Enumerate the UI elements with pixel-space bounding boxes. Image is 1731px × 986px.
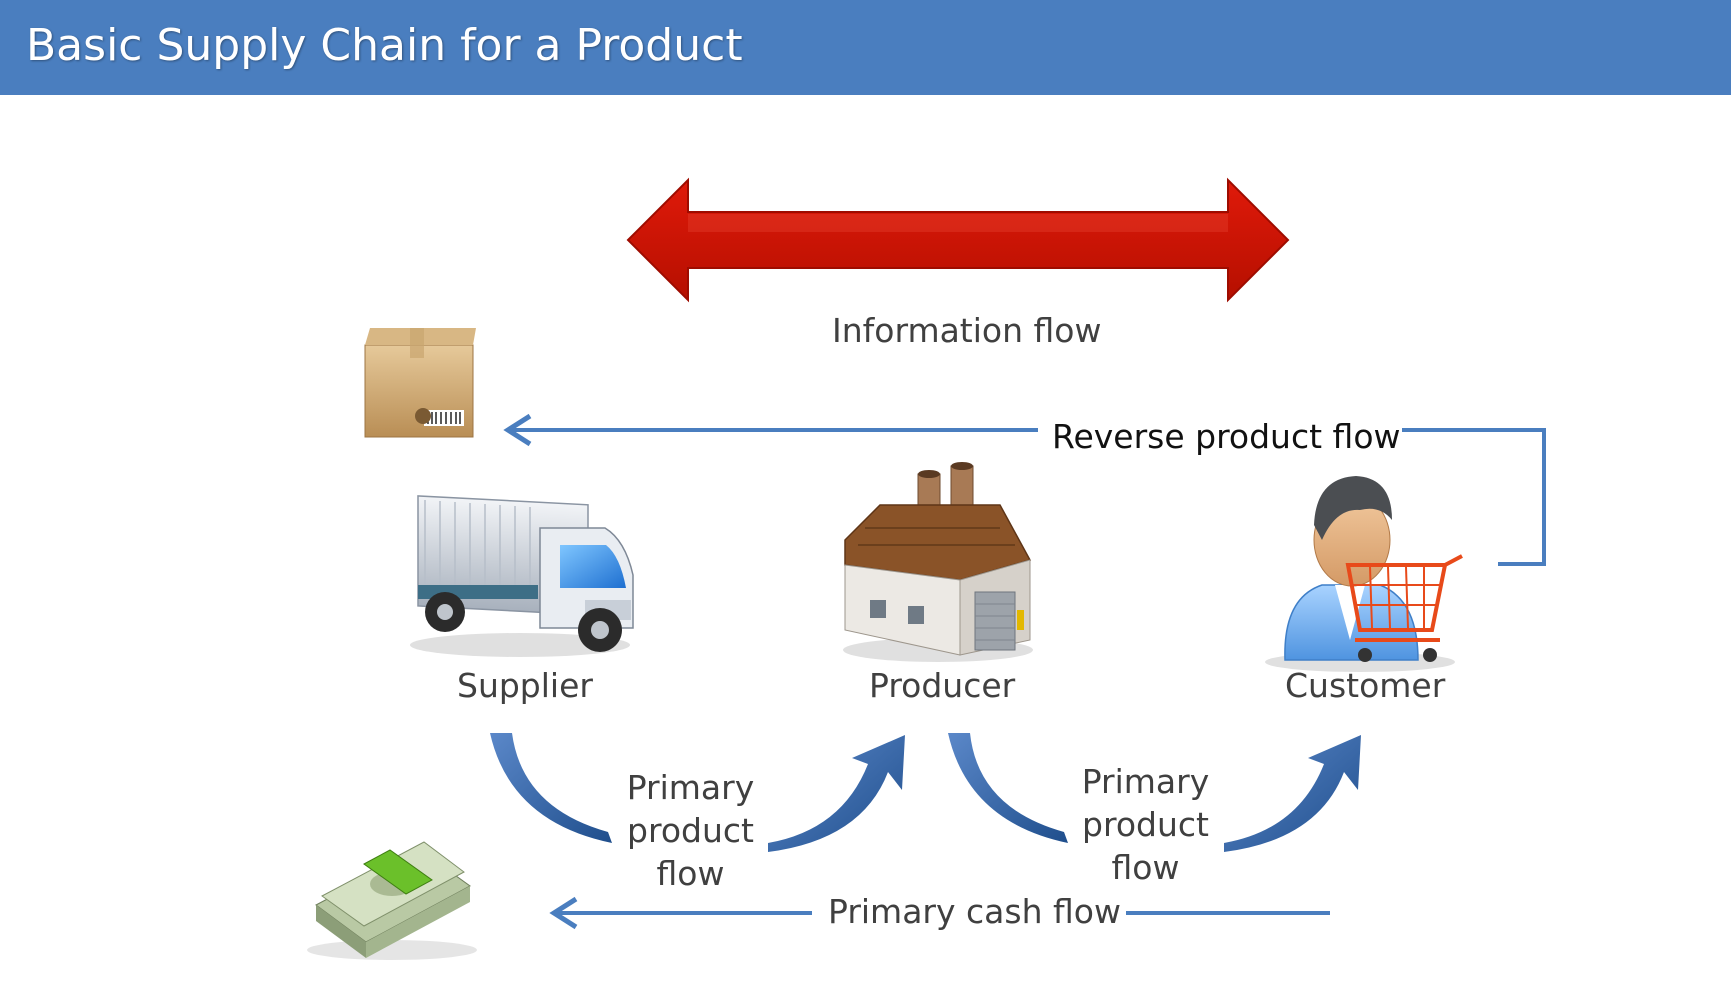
curved-flow-arrow-3 (948, 733, 1068, 843)
title-bar: Basic Supply Chain for a Product (0, 0, 1731, 95)
page-title: Basic Supply Chain for a Product (26, 20, 743, 71)
money-stack-icon (307, 841, 477, 960)
curved-flow-arrow-2 (768, 735, 905, 852)
primary-flow-left-line2: product (627, 811, 754, 850)
primary-flow-right-line3: flow (1111, 848, 1180, 887)
shopper-cart-icon (1265, 476, 1463, 672)
primary-flow-right-line2: product (1082, 805, 1209, 844)
delivery-truck-icon (410, 495, 634, 657)
primary-flow-label-left: Primary product flow (618, 766, 763, 895)
node-label-customer: Customer (1285, 666, 1446, 705)
curved-flow-arrow-1 (490, 733, 612, 843)
curved-flow-arrow-4 (1224, 735, 1361, 852)
node-label-supplier: Supplier (457, 666, 593, 705)
package-box-icon (364, 328, 476, 438)
information-flow-arrow (626, 177, 1290, 303)
reverse-flow-arrow (503, 413, 1546, 566)
primary-flow-right-line1: Primary (1081, 762, 1210, 801)
factory-icon (843, 462, 1033, 662)
cash-flow-label: Primary cash flow (828, 892, 1121, 931)
node-label-producer: Producer (869, 666, 1016, 705)
information-flow-label: Information flow (832, 311, 1102, 350)
primary-flow-label-right: Primary product flow (1073, 760, 1218, 889)
primary-flow-left-line3: flow (656, 854, 725, 893)
primary-flow-left-line1: Primary (626, 768, 755, 807)
cash-flow-arrow (549, 896, 1330, 930)
reverse-flow-label: Reverse product flow (1052, 417, 1401, 456)
